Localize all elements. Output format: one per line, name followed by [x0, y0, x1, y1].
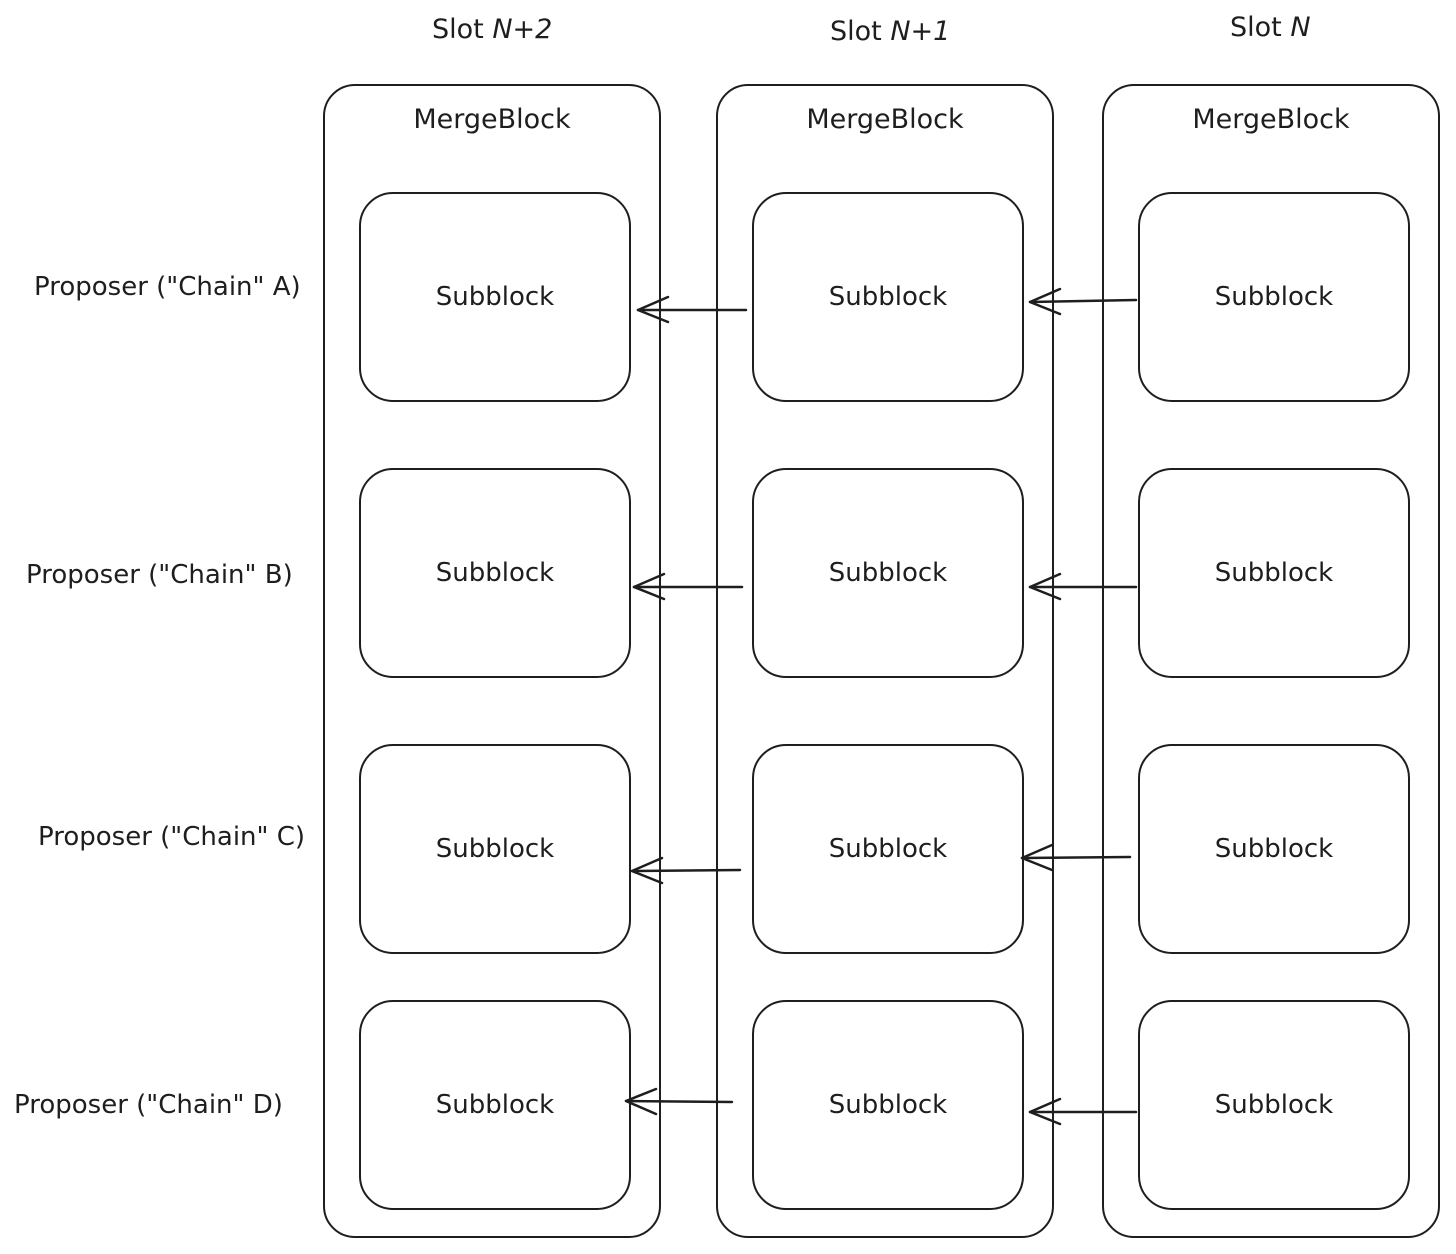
subblock-slot-n-chain-c: Subblock [1138, 744, 1410, 954]
subblock-label: Subblock [828, 558, 948, 588]
mergeblock-title: MergeBlock [806, 104, 964, 135]
subblock-label: Subblock [1214, 834, 1334, 864]
subblock-slot-n-plus-1-chain-d: Subblock [752, 1000, 1024, 1210]
subblock-slot-n-plus-2-chain-a: Subblock [359, 192, 631, 402]
slot-label-prefix: Slot [830, 16, 891, 47]
subblock-slot-n-plus-2-chain-d: Subblock [359, 1000, 631, 1210]
mergeblock-column-slot-n: MergeBlock Subblock Subblock Subblock Su… [1102, 84, 1440, 1238]
subblock-label: Subblock [1214, 1090, 1334, 1120]
subblock-label: Subblock [828, 1090, 948, 1120]
proposer-label-chain-b: Proposer ("Chain" B) [26, 560, 293, 590]
subblock-slot-n-plus-1-chain-b: Subblock [752, 468, 1024, 678]
proposer-label-chain-c: Proposer ("Chain" C) [38, 822, 306, 852]
slot-label-prefix: Slot [1230, 12, 1291, 43]
slot-label-index: N+1 [890, 16, 951, 47]
subblock-label: Subblock [1214, 282, 1334, 312]
subblock-slot-n-chain-d: Subblock [1138, 1000, 1410, 1210]
slot-label-n-plus-1: Slot N+1 [830, 16, 950, 47]
proposer-label-chain-a: Proposer ("Chain" A) [34, 272, 301, 302]
subblock-label: Subblock [435, 282, 555, 312]
subblock-slot-n-plus-2-chain-c: Subblock [359, 744, 631, 954]
proposer-label-chain-d: Proposer ("Chain" D) [14, 1090, 283, 1120]
subblock-label: Subblock [828, 834, 948, 864]
slot-label-index: N [1290, 12, 1311, 43]
subblock-slot-n-plus-2-chain-b: Subblock [359, 468, 631, 678]
subblock-label: Subblock [435, 558, 555, 588]
subblock-slot-n-chain-b: Subblock [1138, 468, 1410, 678]
mergeblock-title: MergeBlock [1192, 104, 1350, 135]
subblock-label: Subblock [435, 1090, 555, 1120]
subblock-label: Subblock [1214, 558, 1334, 588]
slot-label-prefix: Slot [432, 14, 493, 45]
mergeblock-column-slot-n-plus-2: MergeBlock Subblock Subblock Subblock Su… [323, 84, 661, 1238]
slot-label-n: Slot N [1230, 12, 1311, 43]
subblock-slot-n-plus-1-chain-c: Subblock [752, 744, 1024, 954]
subblock-label: Subblock [435, 834, 555, 864]
slot-label-n-plus-2: Slot N+2 [432, 14, 552, 45]
mergeblock-column-slot-n-plus-1: MergeBlock Subblock Subblock Subblock Su… [716, 84, 1054, 1238]
subblock-label: Subblock [828, 282, 948, 312]
slot-label-index: N+2 [492, 14, 553, 45]
mergeblock-title: MergeBlock [413, 104, 571, 135]
subblock-slot-n-plus-1-chain-a: Subblock [752, 192, 1024, 402]
subblock-slot-n-chain-a: Subblock [1138, 192, 1410, 402]
